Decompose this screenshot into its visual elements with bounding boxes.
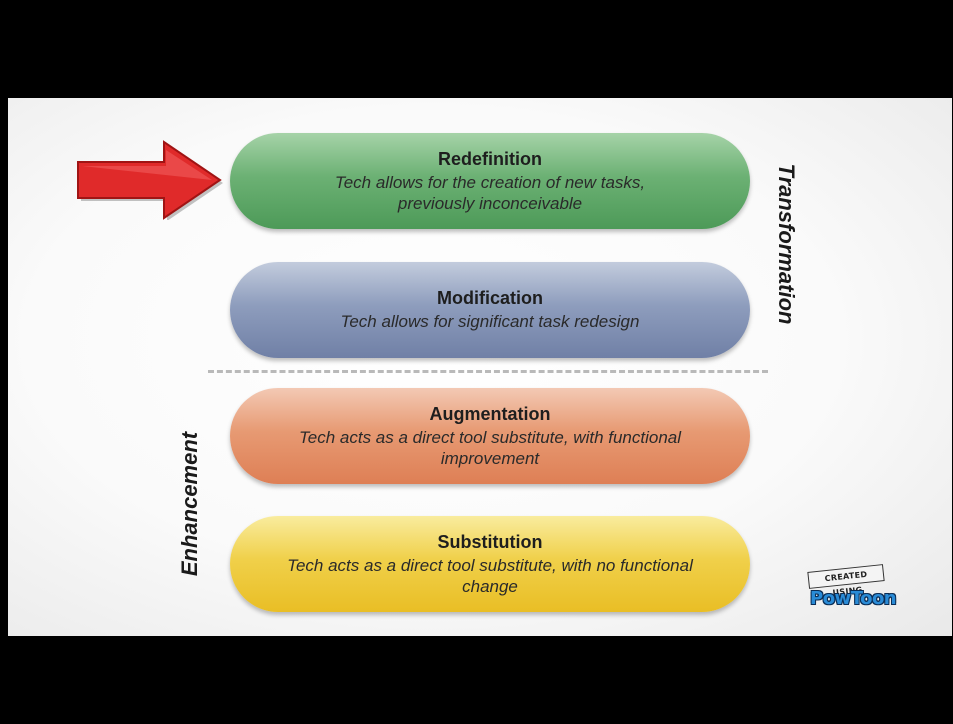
transformation-enhancement-divider bbox=[208, 370, 768, 373]
substitution-description: Tech acts as a direct tool substitute, w… bbox=[287, 555, 693, 596]
augmentation-title: Augmentation bbox=[429, 403, 551, 424]
modification-level: Modification Tech allows for significant… bbox=[230, 262, 750, 358]
substitution-level: Substitution Tech acts as a direct tool … bbox=[230, 516, 750, 612]
redefinition-title: Redefinition bbox=[438, 148, 542, 169]
modification-description: Tech allows for significant task redesig… bbox=[340, 312, 640, 331]
augmentation-description: Tech acts as a direct tool substitute, w… bbox=[298, 427, 682, 468]
samr-slide: Redefinition Tech allows for the creatio… bbox=[8, 98, 952, 636]
enhancement-label: Enhancement bbox=[177, 431, 202, 577]
redefinition-description: Tech allows for the creation of new task… bbox=[334, 172, 646, 213]
logo-created-using: CREATED USING bbox=[807, 564, 885, 597]
logo-wordmark: PowToon bbox=[810, 588, 897, 609]
modification-title: Modification bbox=[437, 288, 543, 308]
red-arrow-icon bbox=[77, 140, 223, 220]
substitution-title: Substitution bbox=[437, 531, 543, 552]
augmentation-level: Augmentation Tech acts as a direct tool … bbox=[230, 388, 750, 484]
transformation-label: Transformation bbox=[774, 163, 799, 325]
letterbox-top bbox=[0, 0, 953, 98]
letterbox-bottom bbox=[0, 636, 953, 724]
redefinition-level: Redefinition Tech allows for the creatio… bbox=[230, 133, 750, 229]
